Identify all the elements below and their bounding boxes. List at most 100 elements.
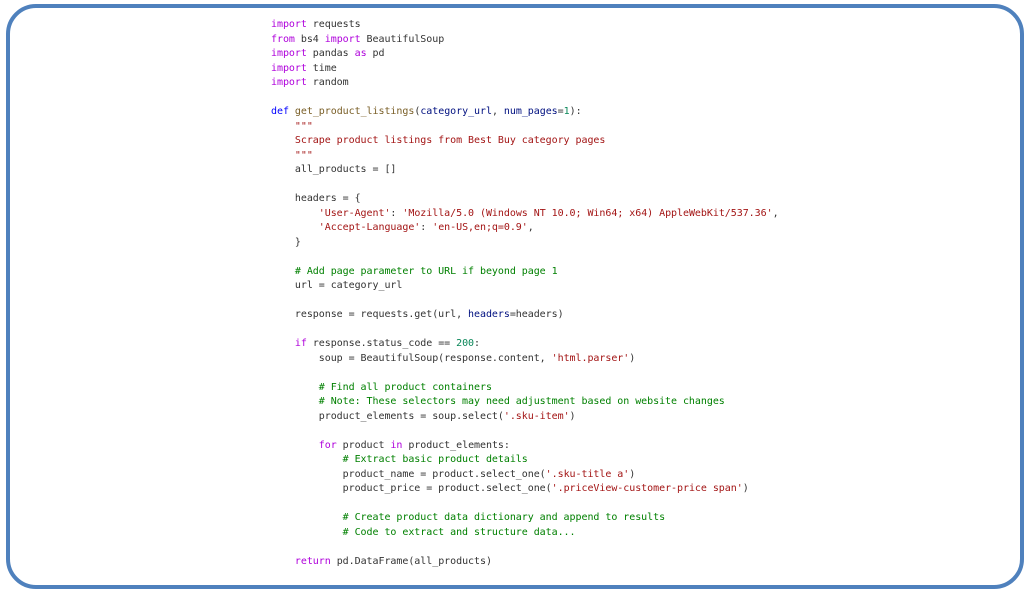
- code-line: from bs4 import BeautifulSoup: [271, 33, 779, 48]
- code-token-txt: product_price = product.select_one(: [271, 483, 552, 494]
- code-token-txt: response = requests.get(url,: [271, 309, 469, 320]
- code-token-txt: ,: [772, 207, 779, 219]
- code-line: # Note: These selectors may need adjustm…: [271, 395, 779, 410]
- code-token-str: 'html.parser': [551, 352, 630, 364]
- code-token-txt: [271, 556, 295, 567]
- code-token-str: '.sku-title a': [545, 468, 630, 480]
- code-token-str: '.sku-item': [503, 410, 570, 422]
- code-token-txt: bs4: [294, 33, 325, 45]
- code-token-txt: pandas: [306, 48, 355, 59]
- code-token-num: 1: [563, 106, 570, 117]
- code-token-kw: return: [294, 555, 331, 567]
- code-token-txt: pd.DataFrame(all_products): [330, 555, 492, 567]
- code-token-txt: ): [569, 410, 576, 422]
- code-line: if response.status_code == 200:: [271, 337, 779, 352]
- code-token-txt: url = category_url: [271, 280, 403, 291]
- code-token-param: headers: [468, 309, 510, 320]
- code-token-kw: in: [390, 439, 403, 451]
- code-token-txt: random: [306, 77, 349, 88]
- code-token-kw: import: [271, 48, 307, 59]
- code-line: soup = BeautifulSoup(response.content, '…: [271, 352, 779, 367]
- code-token-str: Scrape product listings from Best Buy ca…: [271, 135, 606, 146]
- code-token-txt: pd: [366, 48, 385, 59]
- code-token-kw: import: [271, 62, 307, 74]
- code-line: product_price = product.select_one('.pri…: [271, 482, 779, 497]
- code-token-txt: product_name = product.select_one(: [271, 468, 546, 480]
- code-token-txt: [271, 208, 319, 219]
- code-token-str: '.priceView-customer-price span': [551, 483, 743, 494]
- code-line: # Code to extract and structure data...: [271, 526, 779, 541]
- code-line: all_products = []: [271, 163, 779, 178]
- code-token-txt: ,: [491, 106, 504, 117]
- code-line: import random: [271, 76, 779, 91]
- code-snippet-frame: [6, 4, 1024, 589]
- code-token-txt: soup = BeautifulSoup(response.content,: [271, 352, 552, 364]
- code-token-cmt: # Code to extract and structure data...: [271, 526, 576, 538]
- code-line: response = requests.get(url, headers=hea…: [271, 308, 779, 323]
- code-line: """: [271, 149, 779, 164]
- code-line: }: [271, 236, 779, 251]
- code-token-txt: ,: [527, 222, 534, 233]
- code-token-cmt: # Note: These selectors may need adjustm…: [271, 396, 725, 407]
- code-line: [271, 424, 779, 439]
- code-token-cmt: # Create product data dictionary and app…: [271, 512, 666, 523]
- code-line: Scrape product listings from Best Buy ca…: [271, 134, 779, 149]
- code-token-txt: [271, 222, 319, 233]
- code-token-def: def: [271, 106, 289, 117]
- code-token-txt: ): [742, 483, 749, 494]
- code-line: """: [271, 120, 779, 135]
- code-token-kw: import: [271, 77, 307, 88]
- code-token-fn: get_product_listings: [294, 106, 415, 117]
- code-token-str: 'User-Agent': [318, 207, 391, 219]
- code-line: headers = {: [271, 192, 779, 207]
- code-token-kw: as: [354, 48, 367, 59]
- code-line: # Create product data dictionary and app…: [271, 511, 779, 526]
- code-token-txt: time: [306, 62, 337, 74]
- code-token-txt: ):: [569, 106, 582, 117]
- code-line: [271, 366, 779, 381]
- code-token-kw: from: [271, 33, 295, 45]
- code-token-txt: ): [629, 468, 636, 480]
- code-token-txt: }: [271, 236, 301, 248]
- code-line: [271, 323, 779, 338]
- code-token-param: category_url: [420, 106, 492, 117]
- code-token-txt: product_elements:: [402, 439, 510, 451]
- code-line: [271, 178, 779, 193]
- code-line: [271, 294, 779, 309]
- code-token-txt: ): [629, 352, 636, 364]
- code-line: [271, 540, 779, 555]
- code-token-kw: for: [318, 439, 337, 451]
- code-token-cmt: # Extract basic product details: [271, 454, 528, 465]
- code-token-kw: import: [271, 19, 307, 30]
- code-line: product_elements = soup.select('.sku-ite…: [271, 410, 779, 425]
- code-token-txt: [271, 440, 319, 451]
- code-line: product_name = product.select_one('.sku-…: [271, 468, 779, 483]
- code-line: # Extract basic product details: [271, 453, 779, 468]
- code-line: 'User-Agent': 'Mozilla/5.0 (Windows NT 1…: [271, 207, 779, 222]
- code-token-txt: product_elements = soup.select(: [271, 410, 504, 422]
- code-token-txt: requests: [306, 19, 361, 30]
- code-token-txt: :: [474, 338, 481, 349]
- code-token-cmt: # Add page parameter to URL if beyond pa…: [271, 265, 558, 277]
- code-token-txt: response.status_code ==: [306, 338, 457, 349]
- code-line: [271, 91, 779, 106]
- code-line: [271, 497, 779, 512]
- code-token-str: 'Mozilla/5.0 (Windows NT 10.0; Win64; x6…: [402, 207, 773, 219]
- code-token-param: num_pages: [503, 106, 558, 117]
- code-token-str: """: [271, 120, 313, 132]
- code-token-str: 'en-US,en;q=0.9': [432, 222, 528, 233]
- code-line: import pandas as pd: [271, 47, 779, 62]
- code-token-cmt: # Find all product containers: [271, 381, 492, 393]
- code-token-txt: =headers): [509, 309, 564, 320]
- python-code-block: import requests from bs4 import Beautiful…: [271, 18, 779, 569]
- code-token-kw: if: [294, 338, 307, 349]
- code-token-str: """: [271, 149, 313, 161]
- code-line: # Find all product containers: [271, 381, 779, 396]
- code-token-txt: all_products = []: [271, 164, 397, 175]
- code-token-num: 200: [456, 338, 475, 349]
- code-token-txt: [271, 338, 295, 349]
- code-token-txt: :: [390, 207, 403, 219]
- code-line: import time: [271, 62, 779, 77]
- code-token-kw: import: [324, 33, 361, 45]
- code-token-txt: =: [557, 106, 564, 117]
